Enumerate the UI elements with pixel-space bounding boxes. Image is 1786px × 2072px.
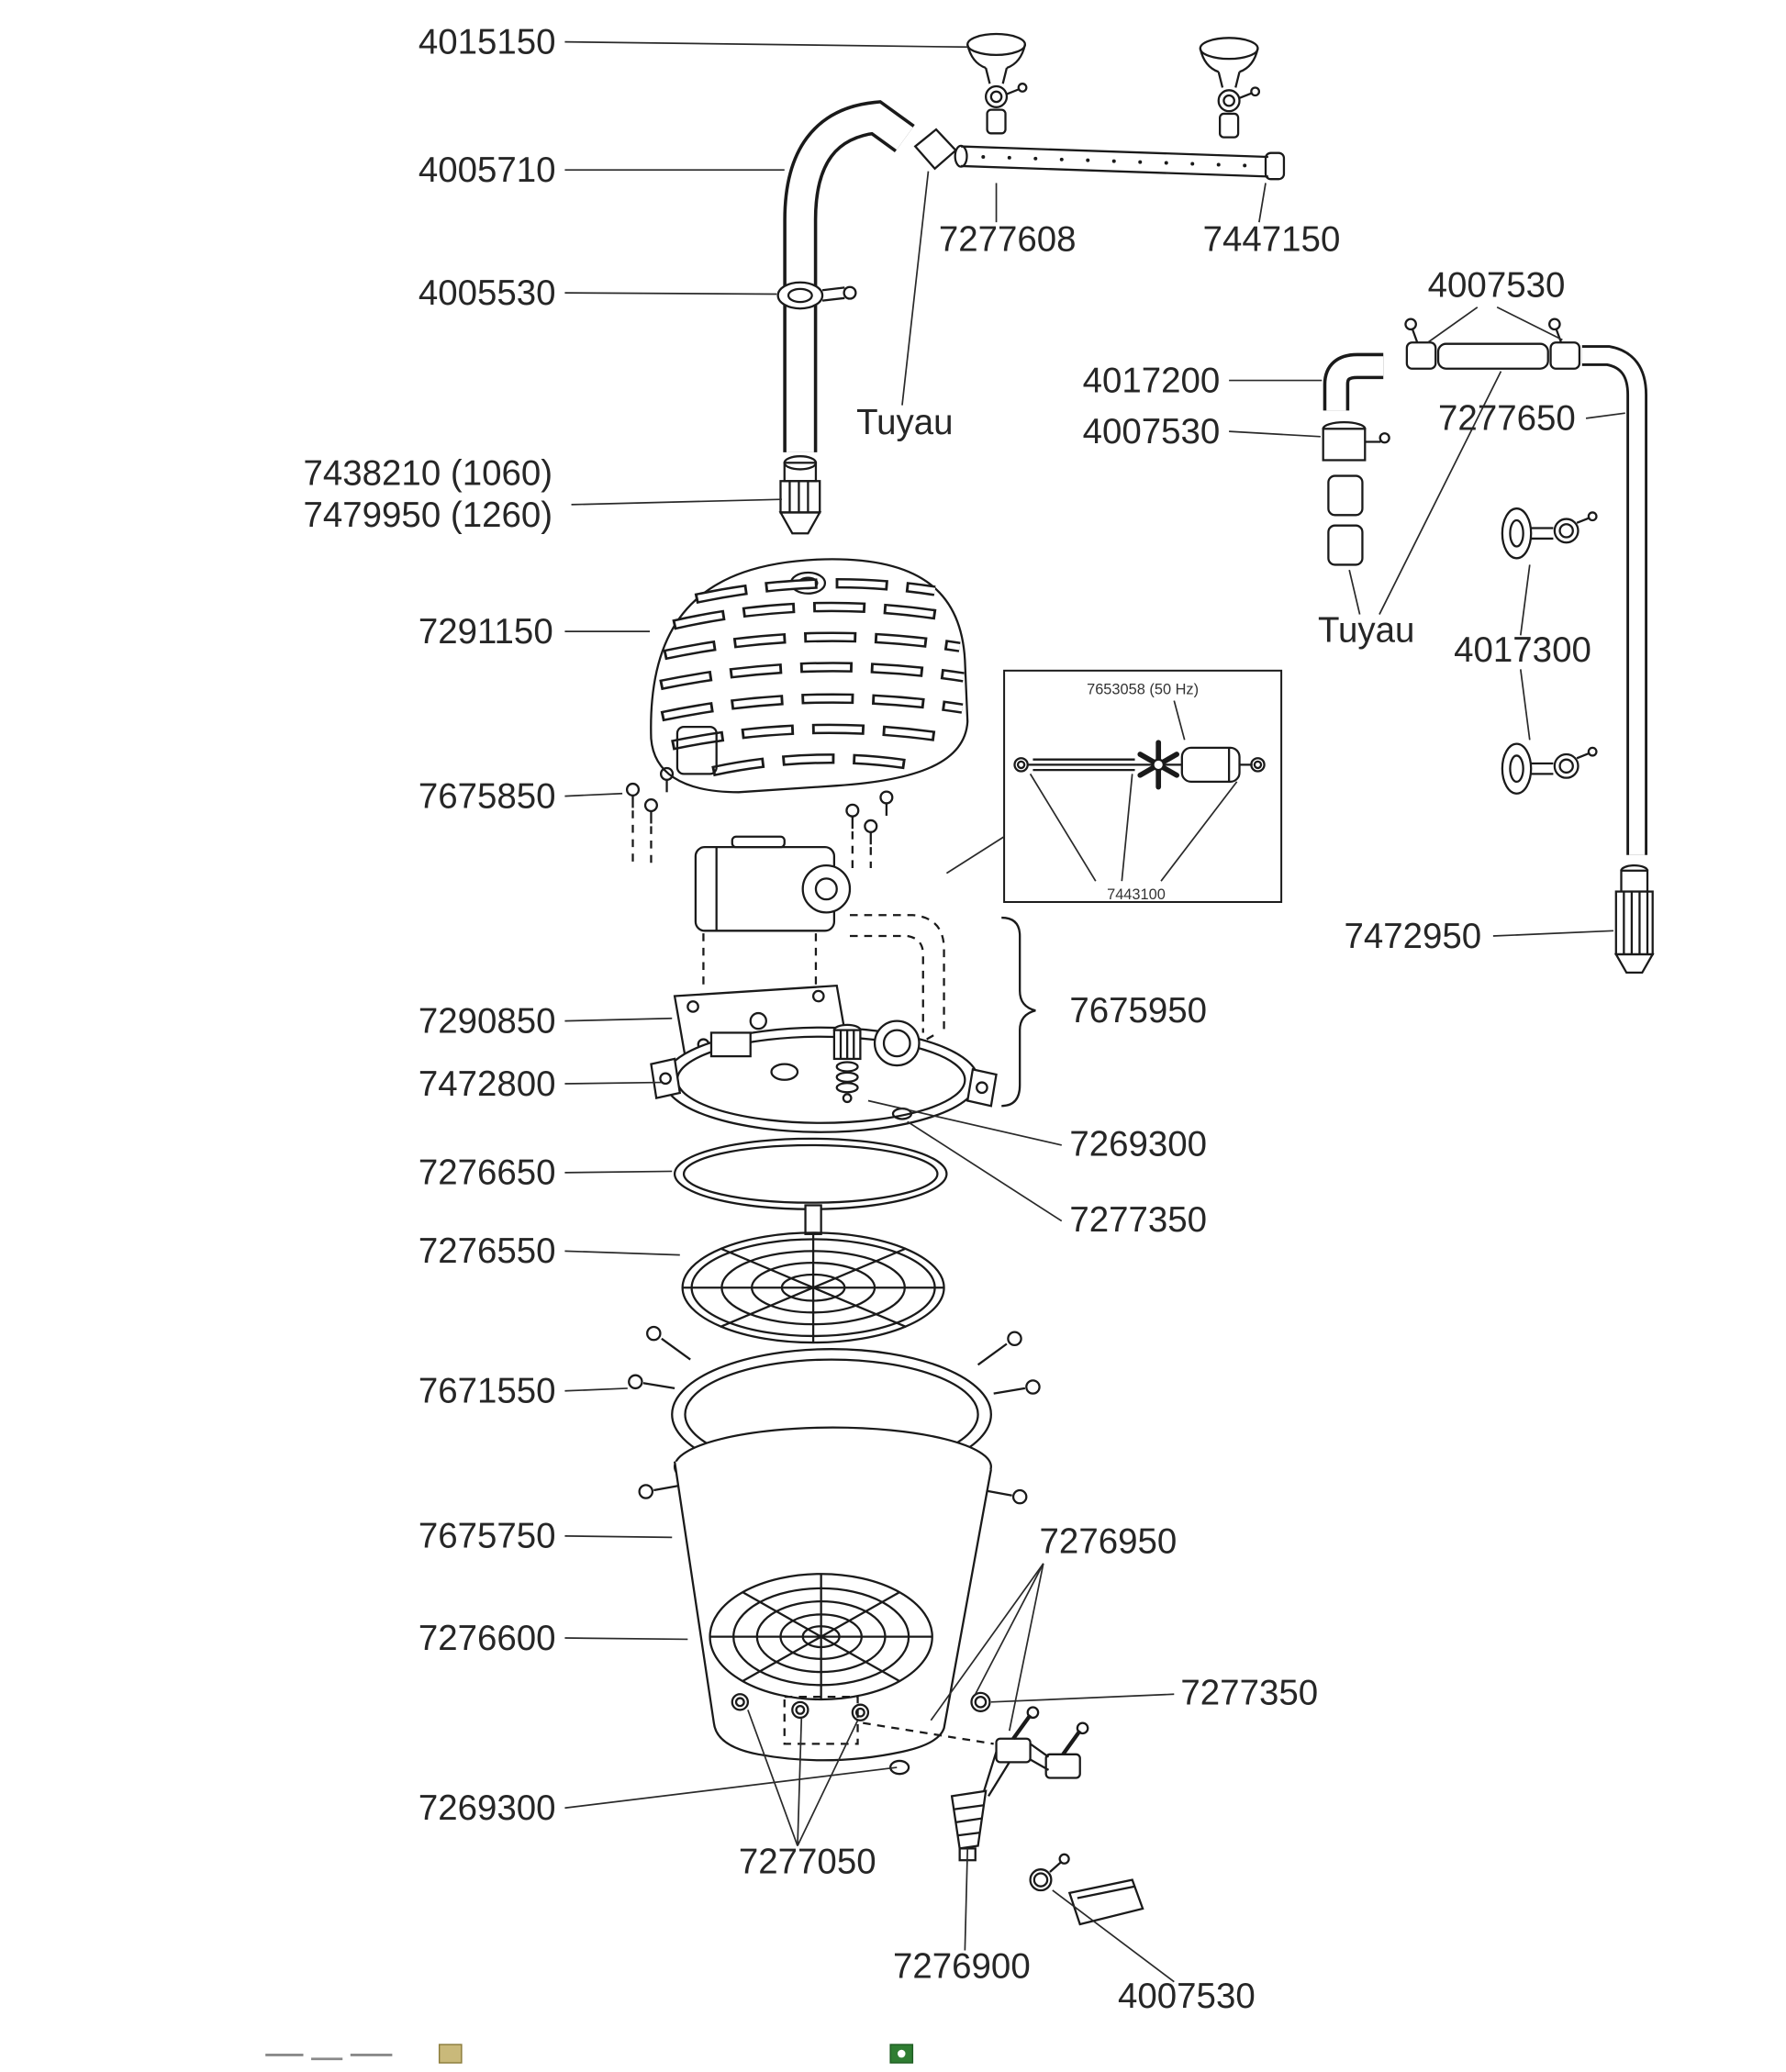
inset-part-label-7653058: 7653058 (50 Hz)	[1087, 681, 1199, 697]
part-label-7277350-bottom: 7277350	[1180, 1674, 1318, 1713]
part-label-7276950: 7276950	[1040, 1521, 1178, 1561]
part-label-7675950: 7675950	[1069, 991, 1207, 1030]
part-label-7472950: 7472950	[1344, 917, 1481, 956]
part-label-4007530-bottom: 4007530	[1118, 1977, 1256, 2016]
part-label-7269300-bottom: 7269300	[419, 1788, 556, 1828]
part-label-7438210: 7438210 (1060)	[304, 454, 553, 494]
part-label-7472800: 7472800	[419, 1064, 556, 1104]
bottom-grid-drawing	[709, 1573, 933, 1701]
leader-lines	[564, 40, 1625, 1983]
part-label-4007530-mid: 4007530	[1083, 412, 1221, 451]
hose-sleeve-drawing	[913, 128, 958, 171]
part-label-7277608: 7277608	[939, 220, 1077, 260]
part-label-7291150: 7291150	[419, 612, 553, 652]
part-label-4015150: 4015150	[419, 22, 556, 61]
cropped-ui-box-glyph	[897, 2049, 906, 2058]
inset-part-label-7443100: 7443100	[1107, 886, 1166, 903]
part-label-7277350-top: 7277350	[1069, 1200, 1207, 1240]
part-label-7671550: 7671550	[419, 1372, 556, 1411]
suction-holder-upper-drawing	[1501, 507, 1598, 560]
outlet-pipe-drawing	[783, 100, 958, 452]
canister-body-drawing	[673, 1426, 992, 1776]
intake-strainer-drawing	[1613, 863, 1655, 975]
part-labels: 4015150 4005710 7277608 7447150 4005530 …	[304, 22, 1591, 2016]
part-label-tuyau-left: Tuyau	[856, 403, 953, 442]
part-label-7276600: 7276600	[419, 1619, 556, 1658]
part-label-7277650: 7277650	[1438, 399, 1576, 439]
part-label-7276650: 7276650	[419, 1153, 556, 1193]
part-label-7269300-top: 7269300	[1069, 1124, 1207, 1164]
part-label-4017200: 4017200	[1083, 361, 1221, 400]
screws-drawing	[625, 766, 894, 868]
part-label-4007530-top: 4007530	[1428, 265, 1566, 305]
part-label-7675850: 7675850	[419, 776, 556, 816]
screenshot-edge-artifacts	[265, 2044, 914, 2064]
part-label-4005710: 4005710	[419, 150, 556, 190]
brace-7675950	[1001, 916, 1036, 1108]
part-label-7290850: 7290850	[419, 1001, 556, 1041]
suction-cup-right-drawing	[1199, 37, 1261, 139]
part-label-tuyau-right: Tuyau	[1318, 610, 1414, 650]
spray-bar-drawing	[954, 144, 1286, 181]
knurled-screw-drawing	[832, 1023, 862, 1104]
part-label-7276550: 7276550	[419, 1231, 556, 1271]
suction-cup-left-drawing	[966, 32, 1028, 135]
bottom-hose-clamp-drawing	[1029, 1853, 1144, 1926]
part-label-7479950: 7479950 (1260)	[304, 496, 553, 535]
bottom-valve-assembly-drawing	[863, 1691, 1089, 1798]
top-grid-drawing	[681, 1204, 945, 1344]
pump-motor-drawing	[694, 835, 852, 989]
part-label-7276900: 7276900	[893, 1946, 1031, 1986]
sealing-ring-drawing	[673, 1137, 948, 1210]
part-label-7447150: 7447150	[1203, 220, 1341, 260]
part-label-4005530: 4005530	[419, 273, 556, 313]
pump-head-lid-drawing	[650, 1019, 998, 1133]
suction-holder-lower-drawing	[1501, 742, 1598, 795]
pump-cover-drawing	[650, 558, 969, 794]
intake-nozzle-drawing	[778, 455, 822, 535]
part-label-7277050: 7277050	[739, 1842, 876, 1881]
pipe-clamp-drawing	[776, 281, 857, 310]
impeller-inset: 7653058 (50 Hz) 7443100	[1003, 669, 1283, 903]
hose-barb-drawing	[950, 1789, 988, 1862]
part-label-4017300: 4017300	[1454, 630, 1591, 670]
cropped-ui-box-left	[438, 2044, 463, 2064]
inset-connector-line	[945, 836, 1005, 874]
right-hose-assembly-drawing	[1322, 317, 1647, 855]
part-label-7675750: 7675750	[419, 1517, 556, 1556]
